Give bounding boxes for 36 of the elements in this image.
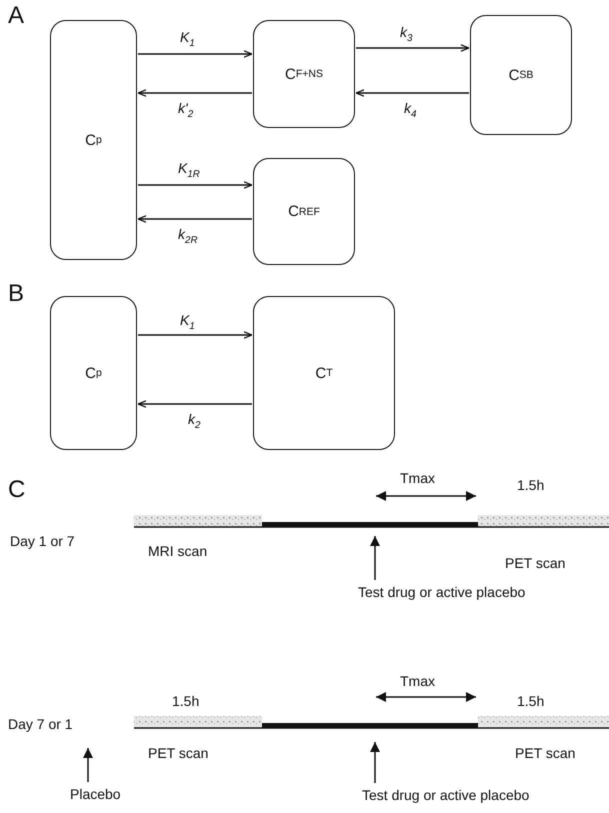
duration-label: Tmax	[400, 673, 435, 689]
panel-letter: C	[8, 476, 26, 504]
arrow	[370, 742, 380, 783]
panel-letter: B	[8, 280, 24, 308]
annotation-text: Placebo	[70, 785, 121, 803]
panel-letter: A	[8, 2, 24, 30]
rate-constant-label: k$_{2R}$	[178, 226, 198, 246]
row-label: Day 1 or 7	[10, 533, 75, 549]
duration-label: 1.5h	[517, 477, 544, 493]
rate-constant-label: k$_{2}$	[188, 411, 200, 431]
duration-label: 1.5h	[172, 693, 200, 709]
rate-constant-label: K$_{1}$	[180, 312, 195, 332]
arrow	[356, 44, 470, 52]
rate-constant-label: K$_{1R}$	[178, 160, 200, 180]
rate-constant-label: K$_{1}$	[180, 29, 195, 49]
rate-constant-label: k$_{4}$	[404, 100, 416, 120]
rate-constant-label: k$_{3}$	[400, 24, 412, 44]
arrow	[137, 89, 252, 97]
arrow	[138, 181, 253, 189]
annotation-text: Test drug or active placebo	[358, 583, 526, 601]
scan-label: PET scan	[505, 555, 566, 571]
scan-label: MRI scan	[148, 543, 208, 559]
rate-constant-label: k'$_{2}$	[178, 100, 194, 120]
arrow	[370, 536, 380, 580]
arrow	[355, 89, 469, 97]
arrow	[138, 331, 253, 339]
scan-label: PET scan	[148, 745, 208, 761]
arrow	[137, 215, 252, 223]
annotation-text: Test drug or active placebo	[362, 786, 530, 804]
duration-label: 1.5h	[517, 693, 544, 709]
arrow	[137, 400, 252, 408]
row-label: Day 7 or 1	[8, 716, 73, 732]
duration-label: Tmax	[400, 470, 435, 486]
arrow	[83, 748, 93, 782]
arrow	[138, 50, 253, 58]
scan-label: PET scan	[515, 745, 576, 761]
